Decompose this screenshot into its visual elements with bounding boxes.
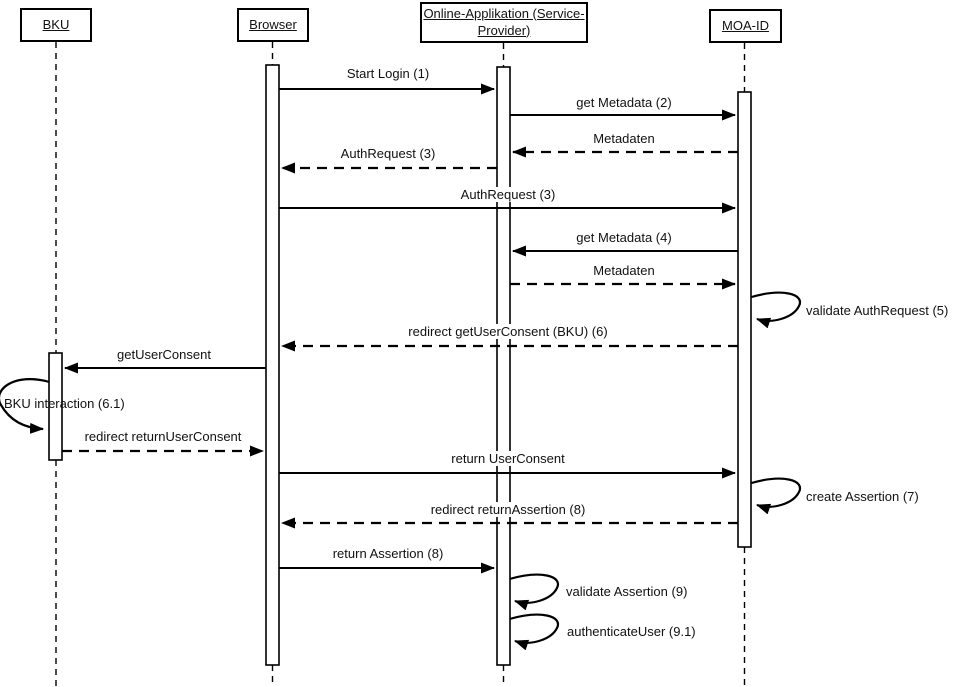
label-validate-authrequest: validate AuthRequest (5) [806,303,949,318]
solid-messages [64,83,738,574]
actor-browser-label: Browser [249,16,297,32]
actor-online-app: Online-Applikation (Service- Provider) [420,2,588,43]
actor-bku: BKU [20,8,92,42]
label-return-assertion-8: return Assertion (8) [329,546,447,561]
actor-moa-id-label: MOA-ID [722,17,769,33]
self-loop-create-assertion [751,477,802,515]
self-loop-validate-assertion [509,573,560,611]
browser-activation-bar [265,64,280,666]
label-authenticateuser: authenticateUser (9.1) [567,624,696,639]
dashed-messages [62,146,738,529]
actor-online-app-label-line1: Online-Applikation (Service- [423,5,585,21]
actor-bku-label: BKU [42,16,70,32]
label-validate-assertion: validate Assertion (9) [566,584,688,599]
label-metadaten-2: Metadaten [590,263,658,278]
label-return-userconsent: return UserConsent [448,451,568,466]
self-loop-bku-interaction [0,378,50,434]
label-create-assertion: create Assertion (7) [806,489,919,504]
label-redirect-getuserconsent: redirect getUserConsent (BKU) (6) [405,324,611,339]
label-bku-interaction: BKU interaction (6.1) [4,396,125,411]
self-loops [0,291,802,651]
label-metadaten-1: Metadaten [590,131,658,146]
actor-online-app-label-line2: Provider) [477,22,531,38]
label-authrequest-3-return: AuthRequest (3) [337,146,439,161]
label-get-metadata-4: get Metadata (4) [573,230,675,245]
label-getuserconsent: getUserConsent [114,347,214,362]
self-loop-validate-authrequest [751,291,802,329]
activation-bars [48,64,752,666]
label-redirect-returnassertion: redirect returnAssertion (8) [427,502,589,517]
label-authrequest-3-forward: AuthRequest (3) [457,187,559,202]
lifelines [55,42,746,687]
actor-browser: Browser [237,8,309,42]
self-loop-authenticateuser [509,613,560,651]
bku-activation-bar [48,352,63,461]
label-start-login: Start Login (1) [343,66,433,81]
label-redirect-returnuserconsent: redirect returnUserConsent [81,429,245,444]
online-app-activation-bar [496,66,511,666]
actor-moa-id: MOA-ID [709,9,782,43]
moa-id-activation-bar [737,91,752,548]
label-get-metadata-2: get Metadata (2) [573,95,675,110]
